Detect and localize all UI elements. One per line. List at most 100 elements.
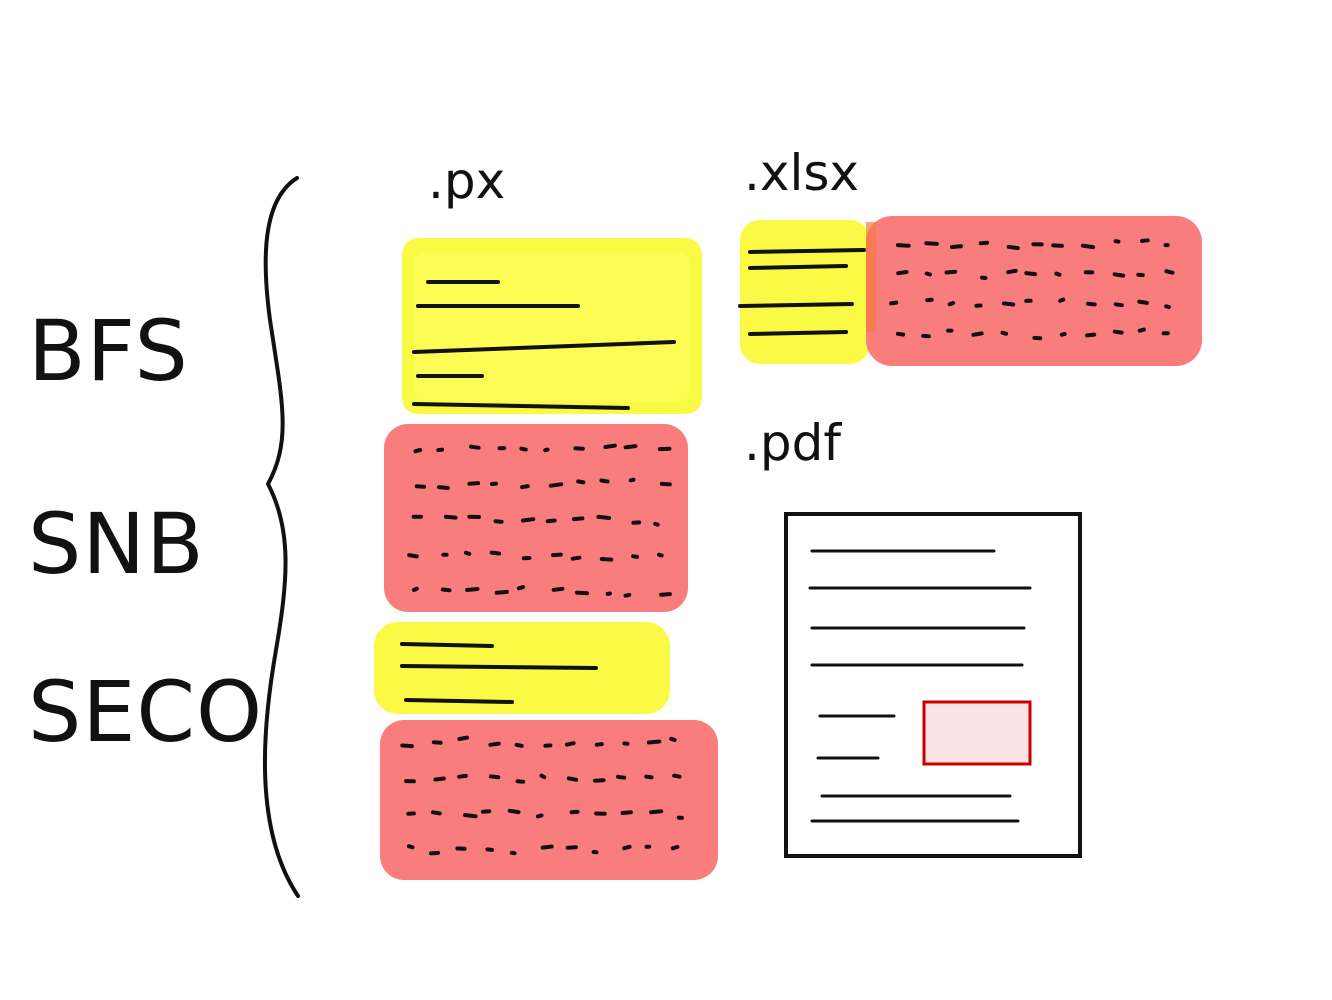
seco-red-block: [380, 720, 718, 880]
texture-mark: [1024, 271, 1037, 277]
texture-mark: [414, 484, 427, 489]
texture-mark: [1006, 268, 1018, 275]
texture-mark: [407, 553, 419, 559]
texture-mark: [463, 813, 478, 819]
texture-mark: [659, 481, 672, 487]
texture-mark: [659, 592, 672, 597]
texture-mark: [400, 743, 414, 749]
pdf-highlight-box: [922, 700, 1032, 766]
texture-mark: [519, 446, 528, 452]
texture-mark: [599, 478, 610, 484]
texture-mark: [1137, 327, 1146, 333]
texture-mark: [488, 741, 501, 747]
texture-mark: [457, 773, 468, 779]
texture-mark: [1112, 329, 1124, 335]
texture-mark: [644, 774, 654, 780]
texture-mark: [507, 808, 521, 815]
texture-mark: [551, 586, 565, 592]
texture-mark: [593, 778, 606, 783]
texture-mark: [657, 552, 664, 558]
texture-mark: [440, 587, 452, 593]
texture-mark: [1112, 272, 1126, 278]
pdf-document-icon: [784, 512, 1082, 858]
texture-mark: [622, 844, 632, 851]
texture-mark: [631, 554, 639, 559]
ext-label-xlsx: .xlsx: [744, 144, 859, 202]
xlsx-yellow-block: [738, 220, 870, 364]
texture-mark: [467, 481, 481, 486]
texture-mark: [565, 741, 576, 747]
texture-mark: [433, 776, 446, 782]
texture-mark: [1140, 238, 1150, 243]
texture-mark: [1164, 304, 1171, 310]
label-seco: SECO: [28, 663, 263, 761]
texture-mark: [548, 482, 564, 488]
texture-mark: [520, 484, 530, 490]
texture-mark: [431, 810, 442, 816]
texture-mark: [488, 774, 501, 780]
texture-mark: [565, 845, 578, 850]
texture-mark: [1006, 244, 1020, 251]
texture-mark: [896, 270, 909, 276]
texture-mark: [1059, 332, 1067, 337]
texture-mark: [944, 269, 958, 275]
texture-mark: [1113, 302, 1124, 308]
texture-mark: [574, 590, 589, 596]
texture-mark: [947, 301, 956, 307]
texture-mark: [493, 519, 504, 524]
texture-mark: [406, 844, 415, 850]
texture-mark: [669, 736, 677, 742]
texture-mark: [576, 479, 586, 485]
curly-brace-icon: [262, 176, 300, 898]
texture-mark: [516, 585, 525, 591]
texture-mark: [413, 448, 423, 454]
texture-mark: [571, 516, 585, 522]
texture-mark: [457, 735, 469, 741]
texture-mark: [429, 850, 440, 856]
label-snb: SNB: [28, 495, 205, 593]
texture-mark: [895, 243, 911, 248]
texture-mark: [436, 447, 445, 453]
texture-mark: [431, 740, 443, 745]
bfs-yellow-block: [402, 238, 702, 414]
texture-mark: [485, 847, 494, 852]
texture-mark: [480, 809, 492, 814]
texture-mark: [520, 517, 536, 523]
texture-mark: [620, 810, 633, 815]
texture-mark: [551, 552, 563, 558]
texture-mark: [463, 550, 472, 556]
texture-mark: [1054, 271, 1062, 277]
texture-mark: [895, 331, 906, 337]
texture-mark: [494, 589, 509, 595]
texture-mark: [573, 446, 585, 451]
texture-mark: [653, 521, 660, 527]
texture-mark: [889, 300, 899, 306]
texture-mark: [539, 773, 547, 780]
texture-mark: [545, 518, 557, 524]
texture-mark: [515, 779, 526, 784]
seco-yellow-block: [374, 622, 670, 714]
texture-mark: [924, 241, 939, 246]
texture-mark: [1000, 330, 1009, 336]
texture-mark: [1164, 269, 1175, 275]
texture-mark: [1051, 243, 1064, 248]
texture-mark: [1137, 299, 1149, 305]
snb-red-block: [384, 424, 688, 612]
texture-mark: [596, 514, 612, 520]
texture-mark: [594, 742, 604, 747]
texture-mark: [443, 514, 458, 520]
texture-mark: [616, 774, 627, 780]
ext-label-px: .px: [428, 152, 505, 210]
texture-mark: [924, 271, 932, 277]
texture-mark: [623, 592, 632, 598]
texture-mark: [628, 477, 636, 483]
texture-mark: [1001, 301, 1016, 307]
texture-mark: [489, 550, 502, 556]
texture-mark: [949, 244, 963, 249]
texture-mark: [437, 485, 450, 490]
texture-mark: [623, 444, 638, 450]
texture-mark: [469, 444, 481, 450]
texture-mark: [670, 844, 680, 851]
texture-mark: [535, 813, 544, 819]
